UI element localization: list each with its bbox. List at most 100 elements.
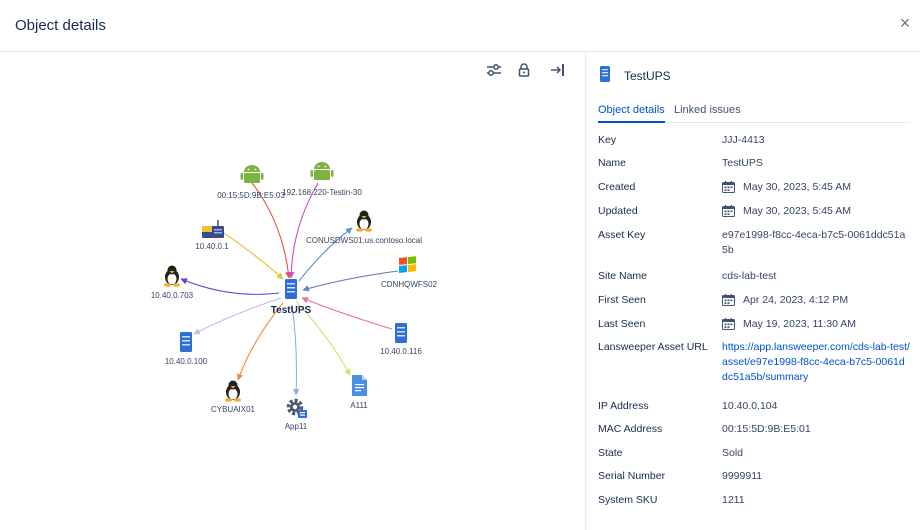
asset-url-link[interactable]: https://app.lansweeper.com/cds-lab-test/… (722, 341, 910, 383)
server-icon (600, 65, 610, 87)
detail-row: Serial Number 9999911 (598, 469, 910, 484)
lock-icon[interactable] (518, 63, 542, 85)
graph-edges (180, 182, 399, 396)
collapse-panel-icon[interactable] (550, 63, 574, 85)
detail-label: Name (598, 157, 627, 169)
detail-value: Apr 24, 2023, 4:12 PM (722, 293, 910, 311)
detail-label: Asset Key (598, 229, 646, 241)
edge (287, 182, 319, 279)
graph-node-n7[interactable]: 10.40.0.116 (380, 323, 422, 356)
detail-value: cds-lab-test (722, 270, 777, 282)
detail-value: 9999911 (722, 470, 763, 482)
detail-label: Site Name (598, 270, 648, 282)
graph-node-label-center: TestUPS (271, 305, 312, 316)
detail-label: Serial Number (598, 470, 666, 482)
relationship-graph[interactable]: TestUPS 00:15:5D:9B:E5:03 192.168.220- (0, 53, 585, 530)
detail-value: JJJ-4413 (722, 134, 765, 146)
detail-value: May 30, 2023, 5:45 AM (722, 180, 910, 198)
graph-node-label: 10.40.0.1 (195, 242, 229, 251)
graph-node-n4[interactable]: 10.40.0.1 (195, 220, 229, 251)
edge (301, 297, 393, 330)
calendar-icon (722, 318, 735, 335)
graph-node-label: CDNHQWFS02 (381, 280, 438, 289)
graph-node-n2[interactable]: 192.168.220-Testin-30 (282, 162, 362, 197)
detail-row: MAC Address 00:15:5D:9B:E5:01 (598, 422, 910, 437)
linux-icon (164, 265, 180, 287)
server-icon (285, 279, 297, 299)
graph-node-label: 10.40.0.100 (165, 357, 208, 366)
windows-icon (399, 256, 416, 273)
graph-node-label: App11 (285, 422, 308, 431)
edge (180, 278, 280, 295)
edge (302, 270, 399, 292)
graph-node-label: CYBUAIX01 (211, 405, 256, 414)
edge (295, 300, 351, 376)
graph-node-n3[interactable]: CONUSDWS01.us.contoso.local (306, 210, 422, 246)
edge (223, 232, 284, 280)
detail-label: Key (598, 134, 617, 146)
graph-node-n8[interactable]: 10.40.0.100 (165, 332, 208, 366)
linux-icon (356, 210, 372, 232)
server-icon (180, 332, 192, 352)
tab-linked-issues[interactable]: Linked issues (674, 104, 741, 116)
detail-value: May 30, 2023, 5:45 AM (722, 204, 910, 222)
edge (193, 297, 282, 335)
graph-node-n5[interactable]: CDNHQWFS02 (381, 256, 438, 289)
detail-date-text: May 30, 2023, 5:45 AM (743, 205, 851, 217)
graph-node-label: CONUSDWS01.us.contoso.local (306, 236, 422, 245)
detail-row: Name TestUPS (598, 156, 910, 171)
close-icon[interactable]: × (899, 13, 911, 33)
edge (236, 302, 284, 381)
detail-label: IP Address (598, 400, 649, 412)
asset-name: TestUPS (624, 69, 671, 83)
detail-row: Last Seen May 19, 2023, 11:30 AM (598, 317, 910, 332)
detail-value: 1211 (722, 494, 745, 506)
detail-label: Updated (598, 205, 638, 217)
modal-header: Object details × (0, 0, 920, 52)
graph-node-n11[interactable]: App11 (285, 398, 308, 432)
android-icon (310, 162, 334, 180)
sliders-icon[interactable] (486, 63, 510, 85)
details-tabs: Object details Linked issues (598, 103, 910, 123)
edge (291, 304, 300, 396)
graph-node-label: A111 (350, 401, 368, 410)
detail-row: Site Name cds-lab-test (598, 269, 910, 284)
detail-label: First Seen (598, 294, 646, 306)
server-icon (395, 323, 407, 343)
detail-label: MAC Address (598, 423, 663, 435)
detail-value: 00:15:5D:9B:E5:01 (722, 423, 811, 435)
edge (298, 227, 353, 282)
graph-node-n1[interactable]: 00:15:5D:9B:E5:03 (217, 165, 285, 200)
detail-date-text: May 19, 2023, 11:30 AM (743, 318, 857, 330)
details-panel: TestUPS Object details Linked issues Key… (586, 53, 920, 530)
tab-object-details[interactable]: Object details (598, 103, 665, 123)
detail-row: Asset Key e97e1998-f8cc-4eca-b7c5-0061ddc… (598, 228, 910, 258)
graph-node-label: 10.40.0.703 (151, 291, 194, 300)
asset-title: TestUPS (600, 65, 671, 87)
graph-node-n6[interactable]: 10.40.0.703 (151, 265, 194, 301)
network-device-icon (202, 220, 224, 238)
modal-title: Object details (15, 17, 106, 34)
android-icon (240, 165, 264, 183)
linux-icon (225, 380, 241, 402)
graph-node-center[interactable]: TestUPS (271, 279, 312, 316)
graph-node-label: 192.168.220-Testin-30 (282, 188, 362, 197)
detail-value: May 19, 2023, 11:30 AM (722, 317, 910, 335)
detail-date-text: May 30, 2023, 5:45 AM (743, 181, 851, 193)
graph-node-n9[interactable]: A111 (350, 375, 368, 410)
graph-node-n10[interactable]: CYBUAIX01 (211, 380, 256, 415)
detail-label: State (598, 447, 623, 459)
detail-row: First Seen Apr 24, 2023, 4:12 PM (598, 293, 910, 308)
detail-label: Last Seen (598, 318, 646, 330)
detail-value: TestUPS (722, 157, 763, 169)
panel-divider (585, 53, 586, 530)
calendar-icon (722, 181, 735, 198)
calendar-icon (722, 205, 735, 222)
detail-value: e97e1998-f8cc-4eca-b7c5-0061ddc51a5b (722, 229, 906, 256)
document-icon (352, 375, 367, 396)
detail-label: System SKU (598, 494, 658, 506)
edge (251, 182, 292, 279)
